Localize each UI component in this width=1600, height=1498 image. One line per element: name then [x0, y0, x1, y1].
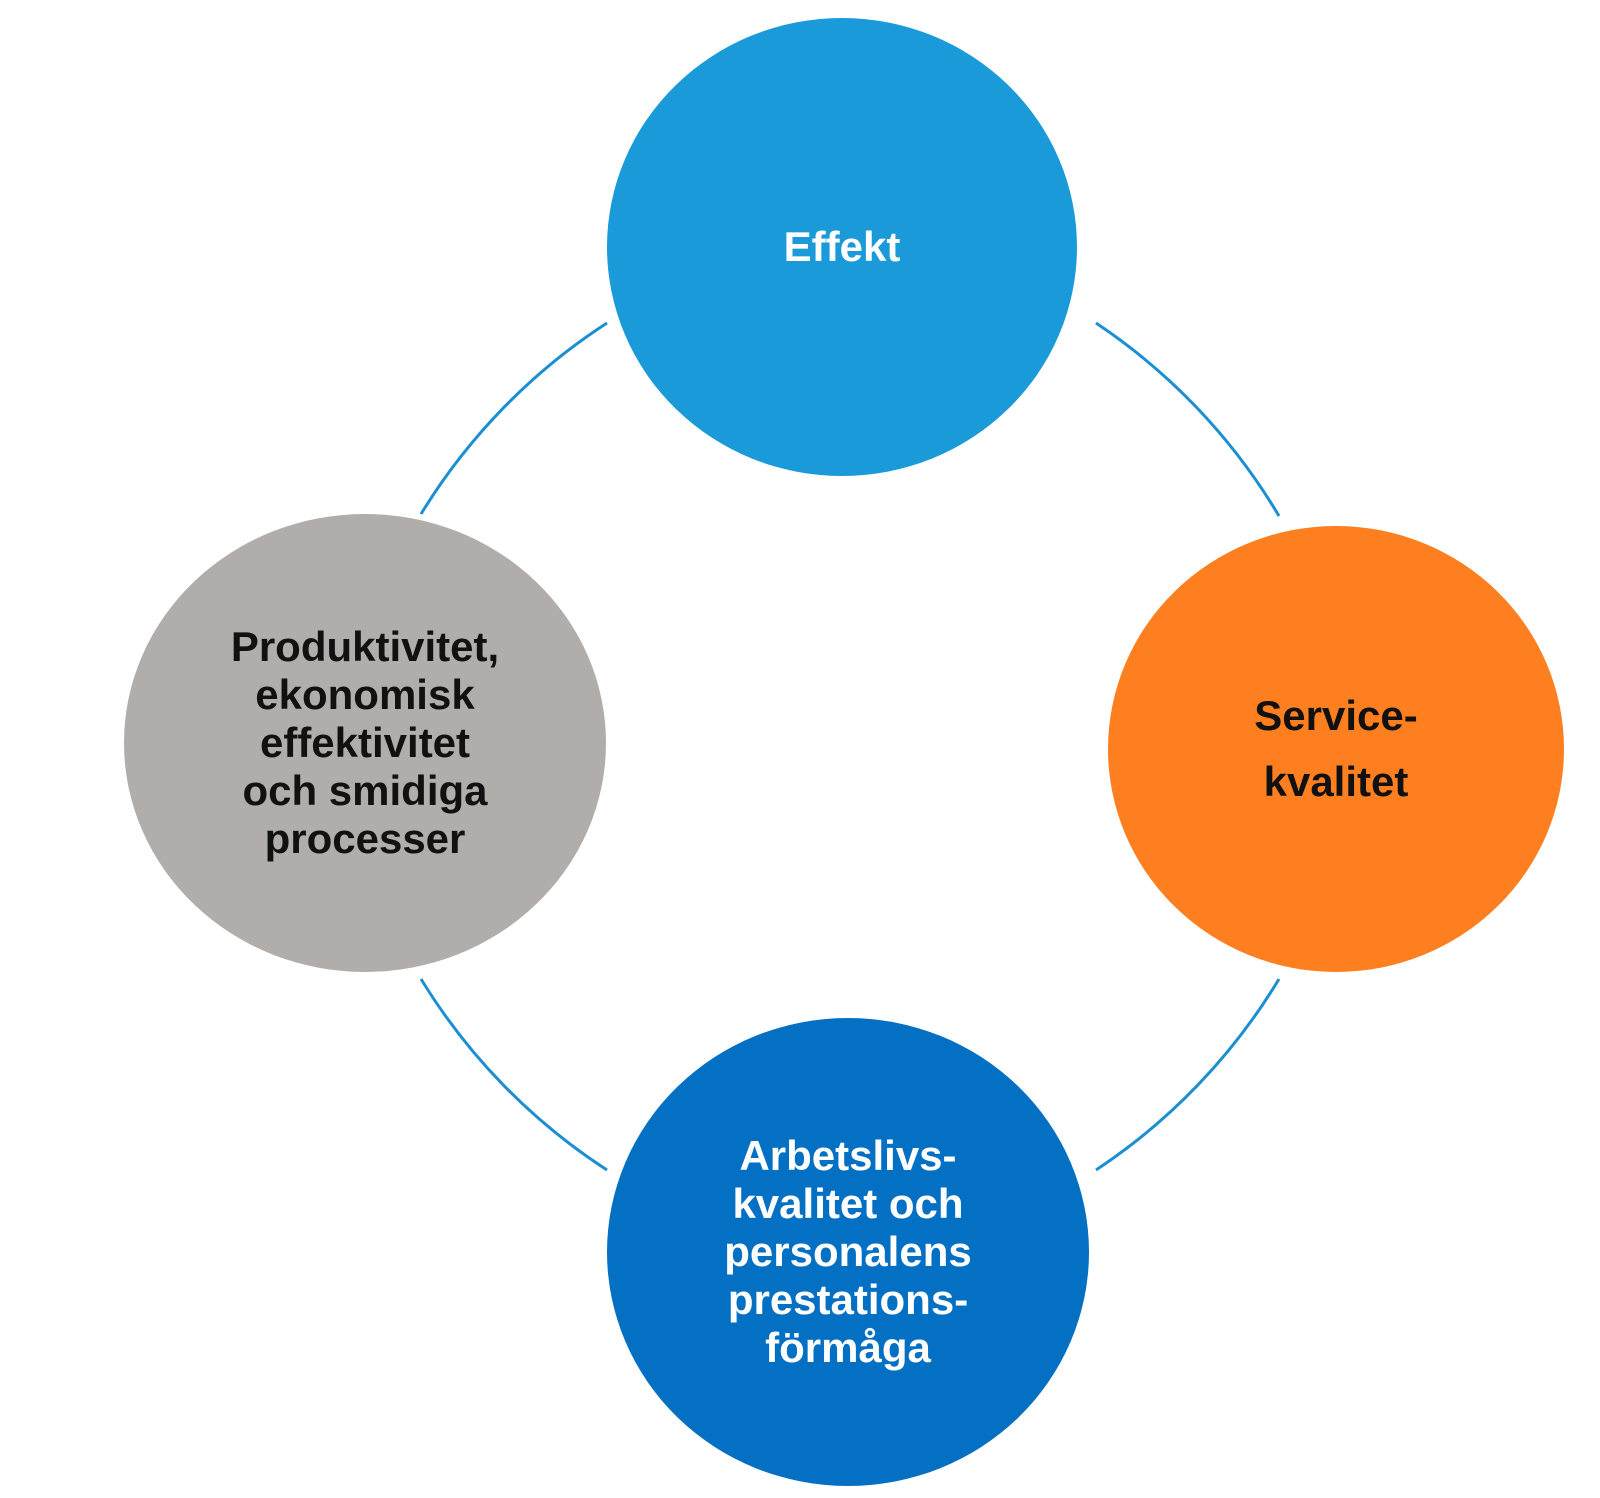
node-effekt: Effekt — [607, 18, 1077, 476]
connector-bottom-right — [1095, 978, 1281, 1172]
node-effekt-label: Effekt — [783, 223, 901, 270]
node-arbetslivskvalitet-label: Arbetslivs- kvalitet och personalens pre… — [724, 1132, 972, 1371]
node-servicekvalitet-label: Service- kvalitet — [1254, 692, 1418, 805]
node-servicekvalitet: Service- kvalitet — [1108, 526, 1564, 972]
node-produktivitet-label: Produktivitet, ekonomisk effektivitet oc… — [230, 623, 500, 862]
connector-top-right — [1095, 321, 1281, 517]
connector-bottom-left — [419, 978, 608, 1172]
connector-top-left — [419, 321, 608, 515]
node-produktivitet: Produktivitet, ekonomisk effektivitet oc… — [124, 514, 606, 972]
node-arbetslivskvalitet: Arbetslivs- kvalitet och personalens pre… — [607, 1018, 1089, 1486]
